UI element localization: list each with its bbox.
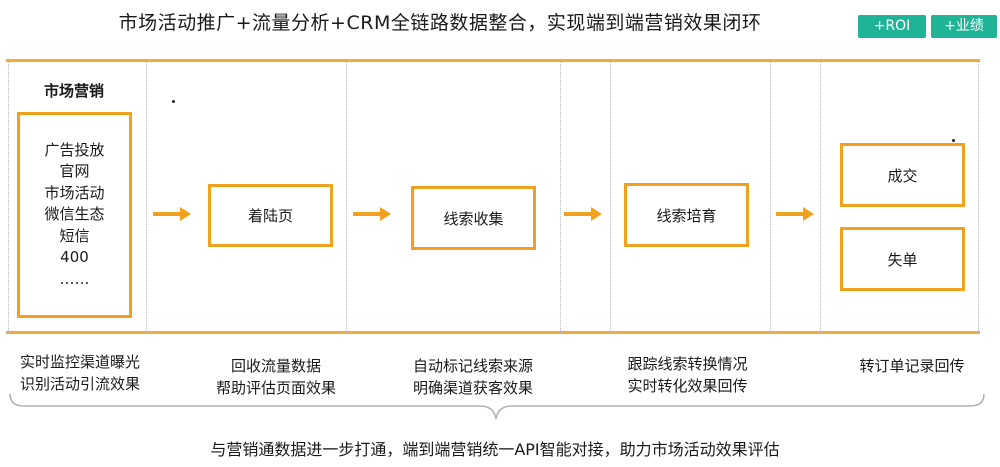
column-separator xyxy=(346,62,347,333)
caption-line: 明确渠道获客效果 xyxy=(412,379,533,397)
caption-line: 自动标记线索来源 xyxy=(412,357,533,375)
stage-caption: 跟踪线索转换情况 实时转化效果回传 xyxy=(605,353,770,397)
caption-line: 识别活动引流效果 xyxy=(19,375,140,393)
marketing-stage-label: 市场营销 xyxy=(43,82,104,100)
lead-collection-label: 线索收集 xyxy=(443,209,504,228)
deal-lost-label: 失单 xyxy=(887,250,918,269)
lead-nurturing-label: 线索培育 xyxy=(656,206,717,225)
column-separator xyxy=(610,62,611,333)
lead-collection-box: 线索收集 xyxy=(411,186,536,250)
flow-arrow-icon xyxy=(564,207,602,221)
caption-line: 回收流量数据 xyxy=(230,357,321,375)
page-title: 市场活动推广+流量分析+CRM全链路数据整合，实现端到端营销效果闭环 xyxy=(118,12,762,34)
column-separator xyxy=(146,62,147,333)
bottom-divider-line xyxy=(6,331,980,334)
column-separator xyxy=(978,62,979,333)
column-separator xyxy=(560,62,561,333)
roi-badge: +ROI xyxy=(858,15,926,38)
landing-page-label: 着陆页 xyxy=(247,207,293,225)
caption-line: 实时监控渠道曝光 xyxy=(19,353,140,371)
stray-dot xyxy=(952,139,955,142)
stray-dot xyxy=(172,100,175,103)
flow-arrow-icon xyxy=(776,207,814,221)
marketing-channels-box: 广告投放 官网 市场活动 微信生态 短信 400 …… xyxy=(17,112,132,318)
landing-page-box: 着陆页 xyxy=(208,184,333,247)
flow-arrow-icon xyxy=(353,207,391,221)
top-divider-line xyxy=(6,59,980,62)
column-separator xyxy=(770,62,771,333)
stage-caption: 自动标记线索来源 明确渠道获客效果 xyxy=(393,355,553,399)
stage-caption: 转订单记录回传 xyxy=(832,355,992,377)
channel-item: …… xyxy=(59,269,90,288)
caption-line: 跟踪线索转换情况 xyxy=(627,355,748,373)
stage-caption: 回收流量数据 帮助评估页面效果 xyxy=(196,355,356,399)
caption-line: 帮助评估页面效果 xyxy=(215,379,336,397)
deal-lost-box: 失单 xyxy=(840,227,965,291)
deal-won-box: 成交 xyxy=(840,143,965,207)
channel-item: 广告投放 xyxy=(44,140,105,159)
column-separator xyxy=(8,62,9,333)
channel-item: 微信生态 xyxy=(44,205,105,224)
deal-won-label: 成交 xyxy=(887,166,918,185)
channel-item: 400 xyxy=(60,248,89,267)
curly-brace-icon xyxy=(9,393,985,420)
column-separator xyxy=(820,62,821,333)
flow-arrow-icon xyxy=(153,207,191,221)
caption-line: 转订单记录回传 xyxy=(859,357,965,375)
channel-item: 官网 xyxy=(59,162,90,181)
channel-item: 市场活动 xyxy=(44,183,105,202)
channel-item: 短信 xyxy=(59,226,90,245)
lead-nurturing-box: 线索培育 xyxy=(624,183,749,247)
performance-badge: +业绩 xyxy=(931,15,997,38)
stage-caption: 实时监控渠道曝光 识别活动引流效果 xyxy=(0,351,160,395)
caption-line: 实时转化效果回传 xyxy=(627,377,748,395)
footer-summary: 与营销通数据进一步打通，端到端营销统一API智能对接，助力市场活动效果评估 xyxy=(210,440,780,459)
